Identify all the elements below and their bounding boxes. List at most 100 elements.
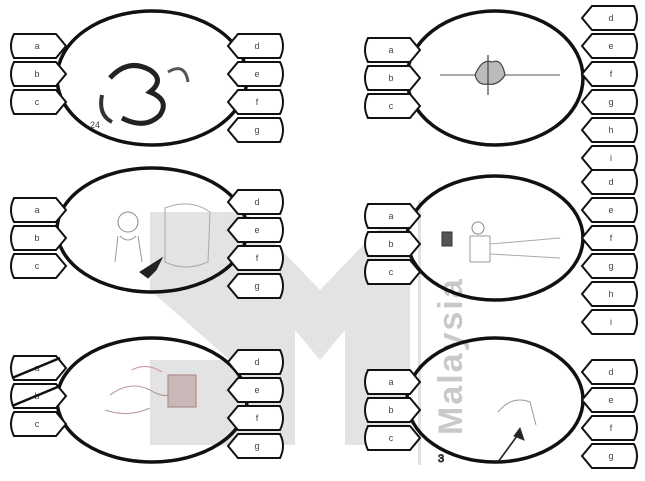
left-label-box[interactable] [10, 61, 68, 87]
right-label-box[interactable] [580, 117, 638, 143]
right-label-box[interactable] [580, 281, 638, 307]
illustrations: 3 [99, 55, 561, 466]
right-label-box[interactable] [226, 61, 284, 87]
right-label-box[interactable] [580, 359, 638, 385]
left-label-text: b [34, 69, 39, 79]
right-label-text: f [256, 97, 259, 107]
right-label-box[interactable] [580, 225, 638, 251]
right-label-text: g [254, 125, 259, 135]
right-label-text: f [256, 413, 259, 423]
watermark-logo [150, 200, 421, 465]
left-label-box[interactable] [10, 253, 68, 279]
strike-line [11, 384, 61, 408]
left-label-text: a [34, 41, 39, 51]
right-label-box[interactable] [580, 197, 638, 223]
right-label-box[interactable] [226, 189, 284, 215]
left-label-box[interactable] [10, 89, 68, 115]
left-label-text: a [388, 377, 393, 387]
left-label-box[interactable] [364, 231, 422, 257]
right-label-text: g [608, 451, 613, 461]
illustration-hands [104, 365, 197, 415]
right-label-box[interactable] [226, 433, 284, 459]
right-label-box[interactable] [226, 405, 284, 431]
left-label-box[interactable] [364, 259, 422, 285]
right-label-text: d [254, 197, 259, 207]
left-label-text: b [388, 239, 393, 249]
left-label-text: b [34, 233, 39, 243]
right-label-text: f [256, 253, 259, 263]
panel-1: 24 a b c d e f g [10, 9, 284, 147]
right-label-box[interactable] [580, 33, 638, 59]
left-label-box[interactable] [364, 37, 422, 63]
right-label-text: d [254, 41, 259, 51]
left-label-text: a [388, 211, 393, 221]
right-label-text: e [608, 41, 613, 51]
right-label-box[interactable] [226, 33, 284, 59]
illustration-symbol [99, 63, 190, 126]
strike-line [11, 356, 61, 380]
right-label-text: d [608, 367, 613, 377]
left-label-text: c [35, 97, 40, 107]
illustration-standing-figure [441, 221, 561, 263]
right-label-box[interactable] [580, 443, 638, 469]
right-label-box[interactable] [226, 245, 284, 271]
left-label-box[interactable] [364, 203, 422, 229]
right-label-box[interactable] [580, 89, 638, 115]
right-label-box[interactable] [580, 387, 638, 413]
watermark-text: Malaysia [432, 277, 470, 435]
right-label-text: h [608, 125, 613, 135]
right-label-text: e [254, 225, 259, 235]
right-label-text: e [254, 69, 259, 79]
left-label-text: c [389, 433, 394, 443]
right-label-box[interactable] [226, 349, 284, 375]
right-label-text: d [254, 357, 259, 367]
right-label-box[interactable] [580, 309, 638, 335]
right-label-text: g [608, 97, 613, 107]
panels-layer: 24abcdefgabcdefghiabcdefgabcdefghiabcdef… [10, 5, 638, 469]
illustration-figure-pointer: 3 [438, 399, 537, 466]
right-label-text: g [608, 261, 613, 271]
left-label-box[interactable] [364, 425, 422, 451]
right-label-text: e [254, 385, 259, 395]
illustration-figure-arrow [114, 203, 211, 279]
left-label-text: a [34, 205, 39, 215]
right-label-box[interactable] [580, 5, 638, 31]
right-label-text: f [610, 233, 613, 243]
right-label-box[interactable] [580, 253, 638, 279]
right-label-text: h [608, 289, 613, 299]
left-label-text: c [35, 261, 40, 271]
left-label-text: b [388, 73, 393, 83]
left-label-box[interactable] [364, 369, 422, 395]
left-label-box[interactable] [364, 397, 422, 423]
left-label-box[interactable] [10, 411, 68, 437]
figure-label: 24 [90, 120, 100, 130]
right-label-box[interactable] [226, 217, 284, 243]
right-label-box[interactable] [226, 117, 284, 143]
right-label-text: g [254, 441, 259, 451]
right-label-text: e [608, 395, 613, 405]
left-label-box[interactable] [10, 197, 68, 223]
right-label-box[interactable] [226, 377, 284, 403]
left-label-box[interactable] [364, 65, 422, 91]
right-label-box[interactable] [580, 169, 638, 195]
right-label-text: g [254, 281, 259, 291]
left-label-box[interactable] [364, 93, 422, 119]
right-label-box[interactable] [580, 61, 638, 87]
right-label-text: e [608, 205, 613, 215]
svg-text:3: 3 [438, 453, 444, 465]
right-label-text: f [610, 423, 613, 433]
right-label-box[interactable] [226, 273, 284, 299]
right-label-text: i [610, 153, 612, 163]
panel-3: a b c d e f g [10, 166, 284, 299]
left-label-text: c [35, 419, 40, 429]
right-label-text: f [610, 69, 613, 79]
left-label-text: c [389, 101, 394, 111]
right-label-box[interactable] [580, 415, 638, 441]
left-label-box[interactable] [10, 33, 68, 59]
left-label-box[interactable] [10, 225, 68, 251]
right-label-box[interactable] [226, 89, 284, 115]
